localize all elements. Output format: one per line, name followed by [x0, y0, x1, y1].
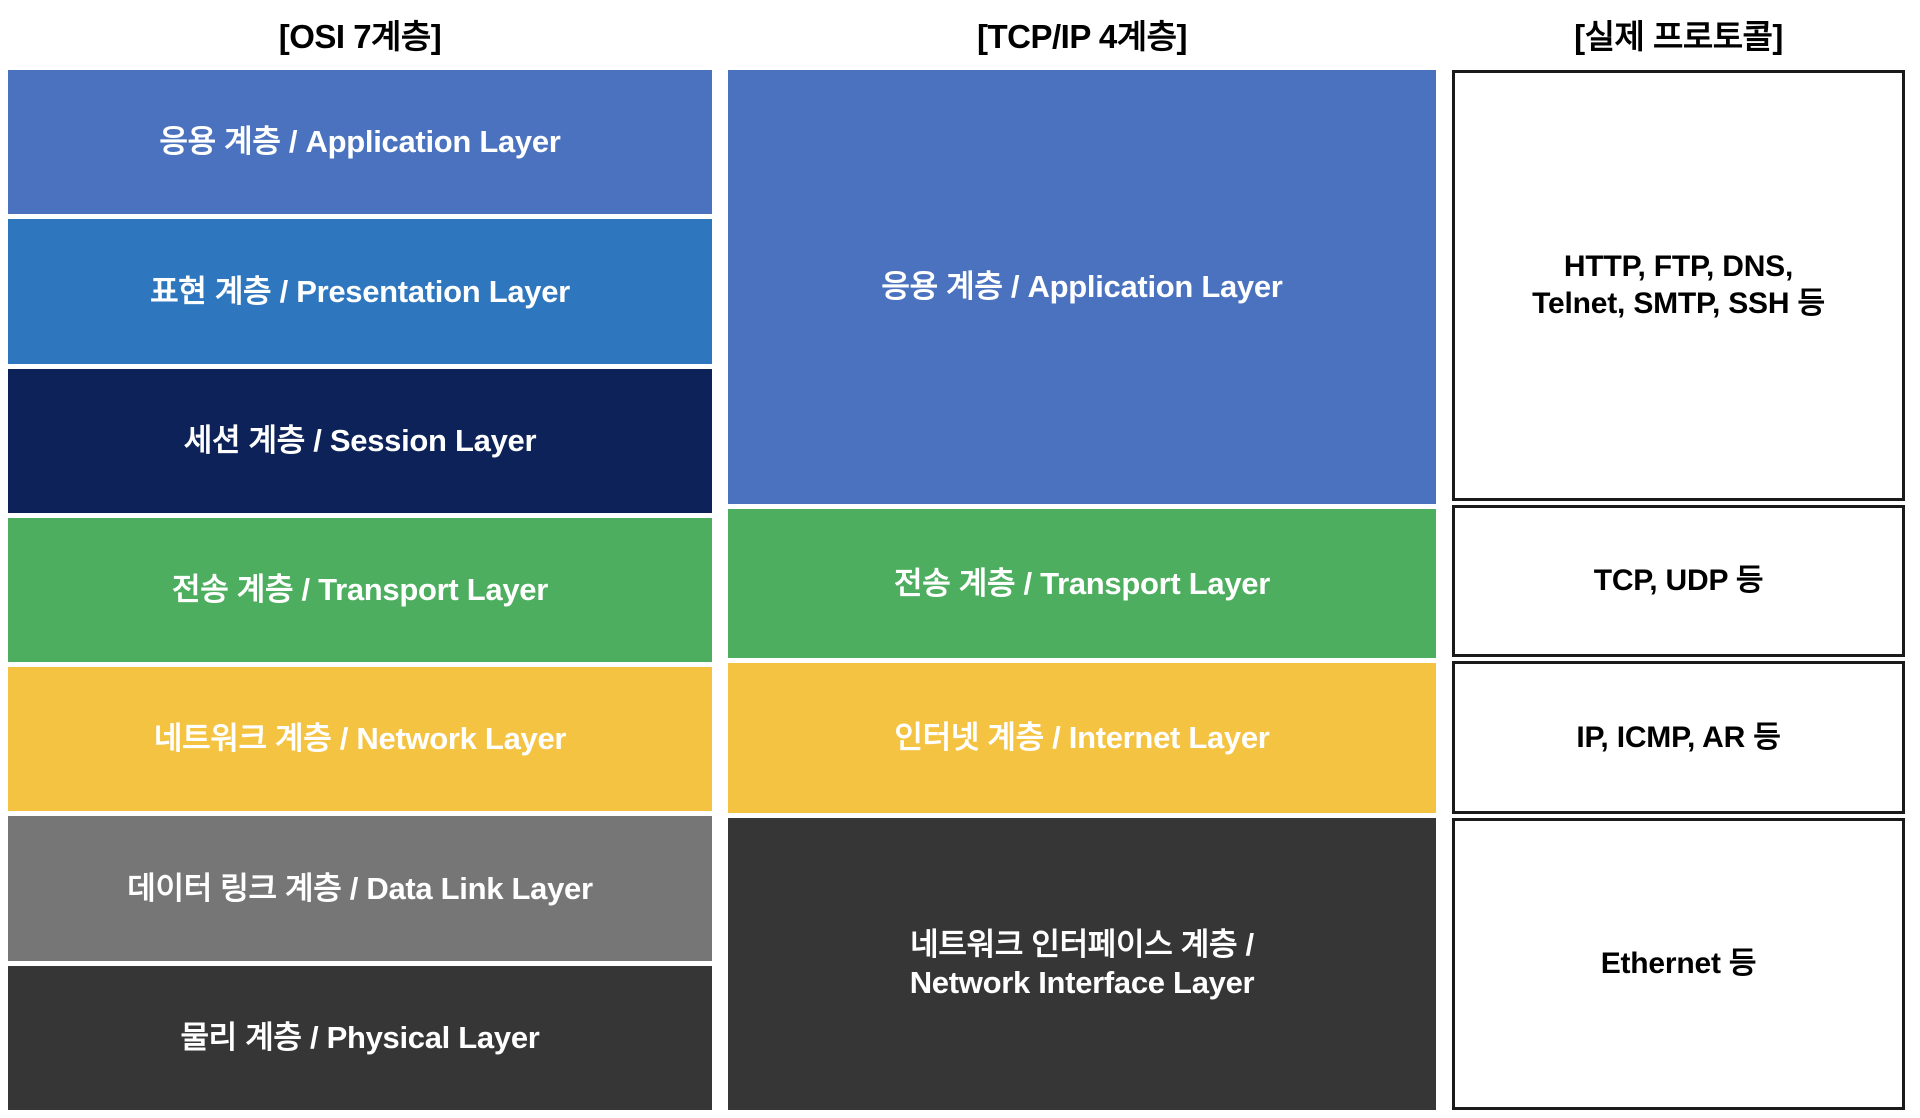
osi-layer-network: 네트워크 계층 / Network Layer: [8, 667, 712, 812]
tcpip-layer-transport: 전송 계층 / Transport Layer: [728, 508, 1436, 659]
protocol-box-internet: IP, ICMP, AR 등: [1452, 661, 1905, 815]
protocol-box-network-interface: Ethernet 등: [1452, 818, 1905, 1111]
protocol-box-application: HTTP, FTP, DNS, Telnet, SMTP, SSH 등: [1452, 70, 1905, 501]
column-header-protocol: [실제 프로토콜]: [1574, 18, 1783, 55]
tcpip-layer-internet: 인터넷 계층 / Internet Layer: [728, 663, 1436, 814]
osi-layer-session: 세션 계층 / Session Layer: [8, 368, 712, 513]
osi-layer-data-link: 데이터 링크 계층 / Data Link Layer: [8, 816, 712, 961]
osi-layer-application: 응용 계층 / Application Layer: [8, 70, 712, 215]
tcpip-layer-stack: 응용 계층 / Application Layer 전송 계층 / Transp…: [728, 70, 1436, 1111]
column-header-osi: [OSI 7계층]: [278, 18, 442, 55]
tcpip-layer-network-interface: 네트워크 인터페이스 계층 / Network Interface Layer: [728, 818, 1436, 1111]
osi-layer-presentation: 표현 계층 / Presentation Layer: [8, 219, 712, 364]
protocol-stack: HTTP, FTP, DNS, Telnet, SMTP, SSH 등 TCP,…: [1452, 70, 1905, 1111]
tcpip-layer-application: 응용 계층 / Application Layer: [728, 70, 1436, 504]
osi-layer-physical: 물리 계층 / Physical Layer: [8, 965, 712, 1110]
column-header-tcpip: [TCP/IP 4계층]: [977, 18, 1187, 55]
osi-layer-transport: 전송 계층 / Transport Layer: [8, 517, 712, 663]
protocol-box-transport: TCP, UDP 등: [1452, 504, 1905, 658]
osi-layer-stack: 응용 계층 / Application Layer 표현 계층 / Presen…: [8, 70, 712, 1110]
